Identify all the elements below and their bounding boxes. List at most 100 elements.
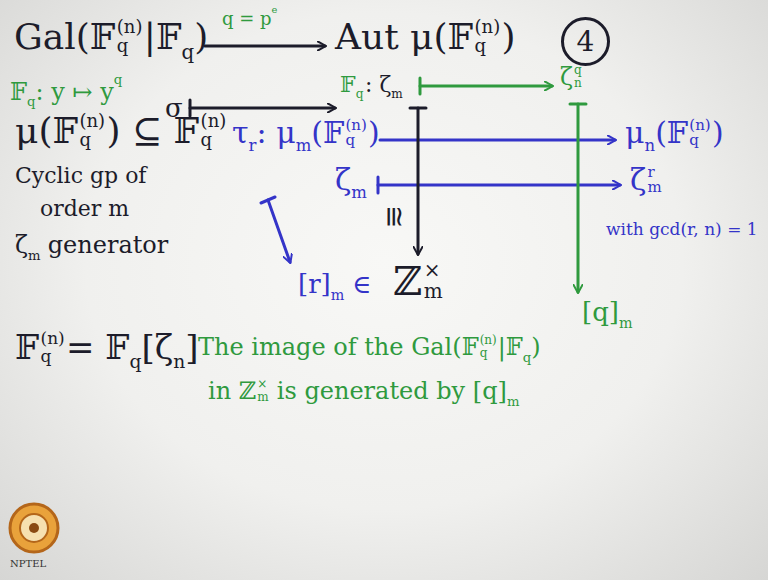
mapsto-arrow (378, 184, 620, 187)
math-text: (n) (41, 330, 65, 348)
math-text: q (523, 350, 531, 365)
script-stack: (n)q (475, 18, 501, 56)
math-text: is generated by [q] (277, 377, 507, 405)
math-text: q (480, 347, 497, 360)
math-text: n (574, 77, 582, 90)
math-text: m (424, 281, 443, 302)
math-text: r (647, 165, 661, 181)
math-expression: ζmgenerator (15, 232, 168, 263)
math-text: × (257, 378, 268, 391)
math-text: ] (185, 327, 198, 367)
math-text: × (424, 260, 443, 281)
script-stack: (n)q (79, 112, 105, 150)
math-text: with gcd(r, n) = 1 (606, 219, 758, 239)
math-text: m (351, 183, 367, 202)
math-text: Cyclic gp of (15, 163, 147, 188)
math-text: ) ⊆ 𝔽 (107, 110, 200, 151)
math-text: (n) (201, 112, 227, 131)
math-text: r (249, 136, 257, 155)
math-text: (𝔽 (311, 115, 344, 150)
math-expression: 𝔽(n)q= 𝔽q[ζn] (15, 328, 199, 373)
math-text: ) (194, 16, 208, 57)
math-expression: ζqn (560, 64, 583, 92)
math-text: q (41, 348, 65, 366)
script-stack: (n)q (689, 118, 710, 150)
math-text: 𝔽 (10, 78, 27, 106)
math-expression: ℤ×m (393, 258, 444, 304)
math-text: m (507, 394, 520, 409)
math-text: (n) (475, 18, 501, 37)
vertical-arrow (417, 108, 420, 254)
math-expression: Aut μ(𝔽(n)q) (335, 16, 516, 57)
math-text: ≅ (378, 205, 411, 228)
nptel-logo (10, 504, 58, 552)
math-text: q (356, 87, 364, 101)
math-expression: Gal(𝔽(n)q|𝔽q) (14, 16, 208, 65)
math-text: q (182, 41, 195, 64)
math-expression: τr: μm(𝔽(n)q) (232, 116, 380, 156)
math-text: (𝔽 (655, 115, 688, 150)
math-expression: NPTEL (10, 558, 46, 570)
math-text: q (574, 64, 582, 77)
math-text: ζ (630, 162, 646, 197)
math-text: 𝔽 (15, 327, 39, 367)
math-text: ) (531, 333, 540, 361)
math-expression: [q]m (582, 298, 633, 332)
math-text: q (689, 133, 710, 149)
math-expression: order m (40, 196, 129, 221)
script-stack: qn (574, 64, 582, 89)
math-text: μ (625, 115, 645, 150)
math-text: Aut μ(𝔽 (335, 16, 473, 57)
math-expression: 𝔽q (340, 72, 363, 102)
vertical-arrow (577, 104, 580, 292)
math-expression: q = pe (222, 4, 277, 30)
math-text: q (130, 351, 142, 372)
math-expression: μ(𝔽(n)q) ⊆ 𝔽(n)q (15, 110, 228, 151)
math-text: q (475, 37, 501, 56)
math-text: n (645, 136, 656, 155)
math-text: q (79, 131, 105, 150)
math-text: [q] (582, 297, 619, 327)
math-text: generator (48, 231, 169, 259)
math-text: : μ (257, 115, 296, 150)
math-text: in ℤ (208, 377, 256, 405)
math-expression: ζm (335, 163, 367, 203)
map-arrow (205, 45, 325, 48)
script-stack: (n)q (117, 18, 143, 56)
diagonal-arrow (268, 200, 290, 262)
script-stack: ×m (424, 260, 443, 302)
callout-number: 4 (560, 16, 611, 67)
math-text: τ (232, 115, 249, 150)
script-stack: rm (647, 165, 661, 197)
math-text: m (331, 287, 345, 303)
math-text: q (346, 133, 367, 149)
math-text: q = p (222, 8, 272, 29)
math-text: : y ↦ y (36, 78, 114, 106)
math-text: ∈ (352, 269, 371, 299)
math-text: ) (502, 16, 516, 57)
math-text: m (257, 391, 268, 404)
math-text: (n) (79, 112, 105, 131)
math-text: (n) (117, 18, 143, 37)
math-text: ℤ (393, 258, 422, 304)
math-text: : ζ (365, 72, 391, 97)
math-text: ζ (335, 162, 351, 197)
math-expression: 𝔽q: y ↦ yq (10, 72, 122, 110)
circled-number: 4 (560, 16, 611, 67)
math-expression: The image of the Gal(𝔽(n)q|𝔽q) (198, 334, 541, 365)
math-text: e (272, 4, 278, 15)
math-text: ) (712, 115, 724, 150)
math-text: q (117, 37, 143, 56)
math-expression: in ℤ×mis generated by [q]m (208, 378, 519, 409)
math-text: [r] (298, 269, 331, 299)
math-expression: with gcd(r, n) = 1 (606, 220, 758, 240)
script-stack: (n)q (480, 334, 497, 359)
math-text: 𝔽 (340, 72, 356, 97)
math-text: [ζ (141, 327, 173, 367)
math-text: = 𝔽 (66, 327, 129, 367)
math-text: ζ (15, 231, 28, 259)
math-text: (n) (346, 118, 367, 134)
math-text: NPTEL (10, 558, 46, 569)
script-stack: (n)q (201, 112, 227, 150)
